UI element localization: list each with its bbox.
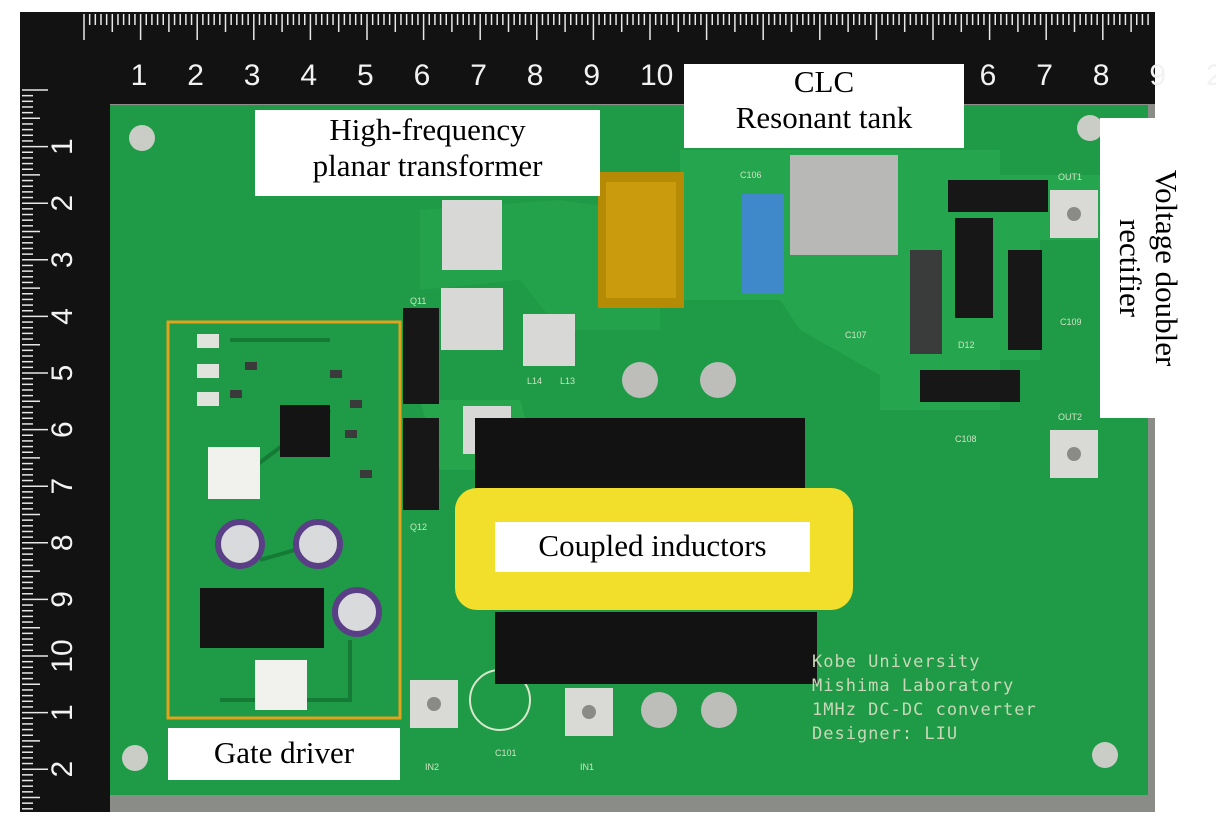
- ruler-top-number: 1: [131, 59, 148, 92]
- ruler-left-number: 1: [46, 138, 79, 155]
- ref-c108: C108: [955, 434, 977, 444]
- ruler-top-number: 4: [300, 59, 317, 92]
- ref-q11: Q11: [410, 296, 426, 306]
- ruler-left-number: 10: [46, 639, 79, 672]
- label-transformer-line1: High-frequency: [329, 112, 526, 147]
- ruler-top-number: 8: [1093, 59, 1110, 92]
- label-rectifier: Voltage doubler rectifier: [1100, 118, 1196, 418]
- ref-in2: IN2: [425, 762, 439, 772]
- ref-c106: C106: [740, 170, 762, 180]
- ruler-top-number: 9: [583, 59, 600, 92]
- label-clc-line1: CLC: [793, 64, 855, 99]
- ruler-top-number: 2: [1206, 59, 1216, 92]
- ref-out2: OUT2: [1058, 412, 1082, 422]
- ref-q12: Q12: [410, 522, 427, 532]
- mounting-holes: [122, 115, 1118, 771]
- gate-driver-components: [197, 334, 382, 710]
- label-clc-line2: Resonant tank: [735, 100, 913, 135]
- ref-l13: L13: [560, 376, 575, 386]
- ruler-left-number: 8: [46, 534, 79, 551]
- ruler-top-number: 7: [470, 59, 487, 92]
- ruler-top-number: 3: [244, 59, 261, 92]
- ruler-left: 12345678910123: [20, 89, 110, 818]
- ruler-top-number: 5: [357, 59, 374, 92]
- ruler-top-number: 8: [527, 59, 544, 92]
- ref-out1: OUT1: [1058, 172, 1082, 182]
- ruler-top-number: 10: [640, 59, 673, 92]
- ref-c107: C107: [845, 330, 867, 340]
- ruler-left-number: 5: [46, 365, 79, 382]
- ref-d12: D12: [958, 340, 975, 350]
- ref-c109: C109: [1060, 317, 1082, 327]
- silk-line-1: Kobe University: [812, 652, 981, 672]
- ref-in1: IN1: [580, 762, 594, 772]
- component-refs: C106 OUT1 C107 C108 C109 D12 OUT2 Q11 Q1…: [410, 170, 1082, 772]
- ruler-left-number: 9: [46, 591, 79, 608]
- silk-line-2: Mishima Laboratory: [812, 676, 1015, 696]
- ruler-top-number: 9: [1149, 59, 1166, 92]
- ruler-top-number: 6: [980, 59, 997, 92]
- ruler-top-number: 2: [187, 59, 204, 92]
- silk-line-3: 1MHz DC-DC converter: [812, 700, 1037, 720]
- ruler-left-number: 4: [46, 308, 79, 325]
- ruler-left-number: 3: [46, 251, 79, 268]
- label-coupled-inductors: Coupled inductors: [495, 522, 810, 572]
- ref-c101: C101: [495, 748, 517, 758]
- ruler-top-number: 6: [414, 59, 431, 92]
- ruler-left-number: 7: [46, 478, 79, 495]
- label-rectifier-line1: Voltage doubler: [1149, 169, 1184, 367]
- label-transformer-line2: planar transformer: [312, 148, 543, 183]
- ruler-left-number: 1: [46, 704, 79, 721]
- ruler-left-number: 6: [46, 421, 79, 438]
- label-clc: CLC Resonant tank: [684, 64, 964, 148]
- ruler-left-number: 2: [46, 195, 79, 212]
- ruler-top: 123456789101234567892: [20, 12, 1216, 104]
- silkscreen-text: Kobe University Mishima Laboratory 1MHz …: [812, 650, 1037, 746]
- ruler-left-number: 2: [46, 761, 79, 778]
- ref-l14: L14: [527, 376, 542, 386]
- gate-driver-box: [166, 320, 402, 720]
- label-transformer: High-frequency planar transformer: [255, 110, 600, 196]
- ruler-top-number: 7: [1036, 59, 1053, 92]
- silk-line-4: Designer: LIU: [812, 724, 959, 744]
- label-gate-driver: Gate driver: [168, 728, 400, 780]
- label-rectifier-line2: rectifier: [1113, 218, 1148, 318]
